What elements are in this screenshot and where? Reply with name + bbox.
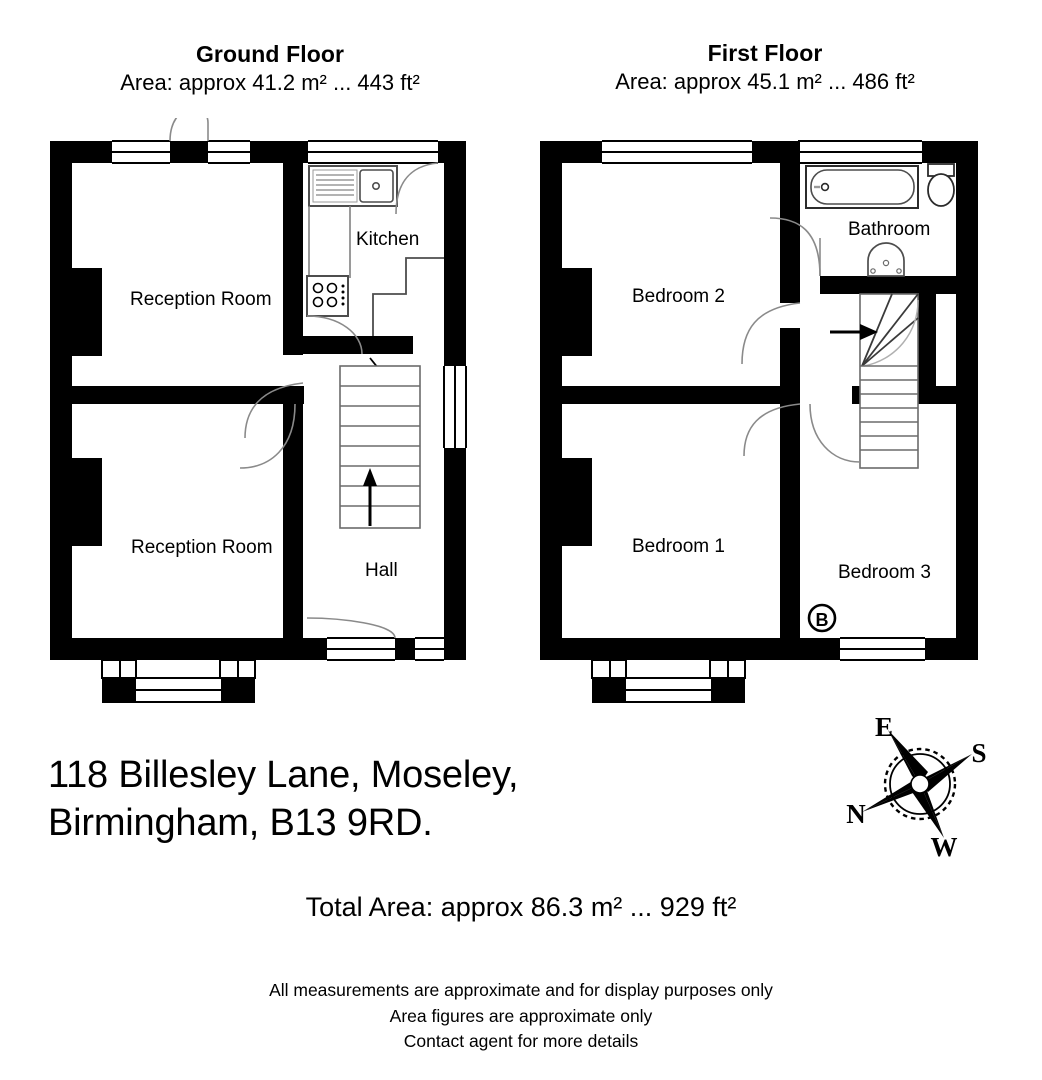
window-gf-bottom-right-b: [415, 637, 444, 661]
door-swing-gf-kitchen-hall: [306, 315, 363, 355]
door-swing-gf-reception-hall: [244, 382, 304, 439]
door-swing-gf-top: [169, 118, 209, 142]
first-floor-area: Area: approx 45.1 m² ... 486 ft²: [615, 69, 915, 95]
first-floor-title: First Floor: [707, 40, 823, 66]
ground-floor-title: Ground Floor: [195, 41, 345, 67]
window-gf-top-left: [112, 140, 170, 164]
door-swing-ff-bedroom3: [809, 403, 861, 463]
door-swing-ff-bathroom: [769, 217, 821, 277]
stair-direction-arrow-ff: [830, 324, 878, 340]
compass-label-bottom: W: [931, 832, 958, 862]
door-swing-ff-bedroom2: [741, 302, 801, 365]
wash-basin: [867, 242, 905, 277]
compass-label-bottom-left: N: [846, 799, 866, 829]
stair-direction-arrow-gf: [363, 468, 377, 526]
window-ff-top-right: [798, 140, 922, 164]
total-area-text: Total Area: approx 86.3 m² ... 929 ft²: [305, 892, 737, 922]
first-floor-heading: First Floor Area: approx 45.1 m² ... 486…: [545, 39, 985, 96]
ground-floor-heading: Ground Floor Area: approx 41.2 m² ... 44…: [50, 40, 490, 97]
disclaimer-line-2: Area figures are approximate only: [389, 1005, 653, 1026]
window-gf-right: [443, 366, 467, 448]
room-label-reception-room-rear: Reception Room: [131, 537, 273, 558]
window-gf-kitchen: [308, 140, 438, 164]
room-label-bathroom: Bathroom: [848, 219, 931, 240]
compass-label-top-left: E: [875, 712, 893, 742]
room-label-bedroom-1: Bedroom 1: [632, 536, 725, 557]
compass-rose-icon: E S N W: [832, 712, 1012, 862]
ground-floor-area: Area: approx 41.2 m² ... 443 ft²: [120, 70, 420, 96]
disclaimer-block: All measurements are approximate and for…: [0, 978, 1042, 1055]
window-gf-top-mid: [208, 140, 250, 164]
ground-floor-plan: Reception Room Kitchen Reception Room Ha…: [40, 118, 490, 708]
room-label-hall: Hall: [365, 560, 398, 581]
room-label-bedroom-3: Bedroom 3: [838, 562, 931, 583]
door-swing-gf-kitchen: [395, 162, 439, 215]
disclaimer-line-1: All measurements are approximate and for…: [269, 980, 773, 1000]
window-ff-top-left: [602, 140, 752, 164]
kitchen-hob: [306, 275, 349, 317]
address-line-2: Birmingham, B13 9RD.: [48, 801, 433, 844]
first-floor-plan: B Bedroom 2 Bathroom Bedroom 1 Bedroom 3: [530, 118, 1000, 708]
ground-floor-walls: [50, 118, 467, 703]
wc-toilet: [927, 163, 955, 207]
room-label-bedroom-2: Bedroom 2: [632, 286, 725, 307]
address-line-1: 118 Billesley Lane, Moseley,: [48, 754, 519, 796]
kitchen-sink-unit: [308, 165, 398, 207]
bay-window-gf: [101, 659, 256, 703]
svg-text:B: B: [816, 610, 829, 630]
staircase-ff: [859, 293, 919, 469]
compass-label-right: S: [971, 738, 986, 768]
window-gf-bottom-right-a: [327, 637, 395, 661]
property-address: 118 Billesley Lane, Moseley, Birmingham,…: [48, 752, 688, 848]
bay-window-ff: [591, 659, 746, 703]
door-swing-gf-front-entrance: [306, 617, 396, 639]
room-label-reception-room-front: Reception Room: [130, 289, 272, 310]
bath-tub: [805, 165, 919, 209]
first-floor-walls: [540, 140, 978, 703]
staircase-gf: [339, 365, 421, 529]
door-swing-ff-bedroom1: [743, 403, 801, 457]
disclaimer-line-3: Contact agent for more details: [403, 1031, 639, 1052]
room-label-kitchen: Kitchen: [356, 229, 420, 250]
boiler-marker-icon: B: [807, 603, 837, 633]
door-swing-gf-reception2-hall: [239, 403, 296, 469]
window-ff-bottom-right: [840, 637, 925, 661]
